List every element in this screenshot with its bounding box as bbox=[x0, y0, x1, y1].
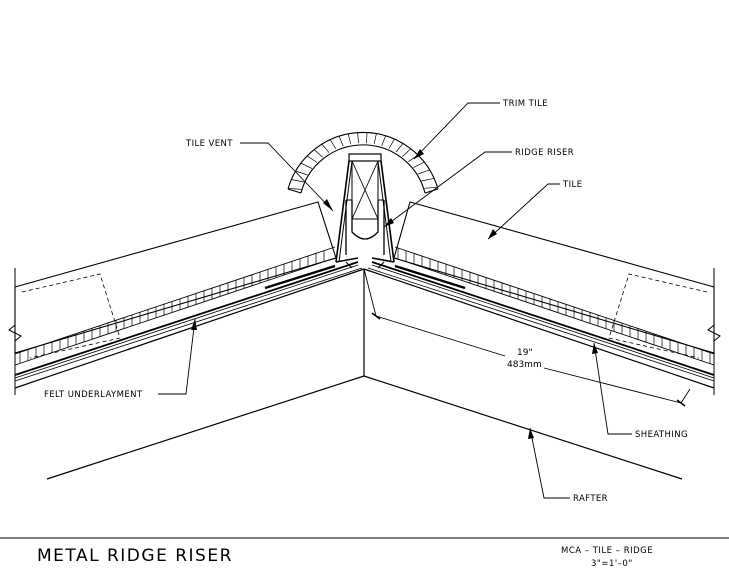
dimension-line bbox=[363, 268, 691, 407]
label-ridge-riser: RIDGE RISER bbox=[515, 148, 574, 158]
drawing-title: METAL RIDGE RISER bbox=[37, 546, 233, 566]
label-tile-vent: TILE VENT bbox=[185, 139, 233, 149]
dimension-imperial: 19" bbox=[517, 348, 533, 358]
label-tile: TILE bbox=[562, 180, 582, 190]
rafter-lines bbox=[14, 268, 715, 480]
metal-ridge-riser bbox=[335, 153, 395, 269]
leader-arrowheads bbox=[191, 149, 598, 439]
leader-lines bbox=[158, 102, 632, 499]
label-felt-underlayment: FELT UNDERLAYMENT bbox=[44, 390, 143, 400]
label-trim-tile: TRIM TILE bbox=[502, 99, 548, 109]
drawing-reference: MCA – TILE – RIDGE bbox=[561, 546, 653, 556]
sheathing-layers bbox=[14, 261, 715, 382]
label-rafter: RAFTER bbox=[573, 494, 608, 504]
break-line-left bbox=[8, 268, 22, 395]
label-sheathing: SHEATHING bbox=[635, 430, 688, 440]
trim-tile-arch bbox=[287, 131, 439, 194]
dimension-metric: 483mm bbox=[507, 360, 542, 370]
break-line-right bbox=[707, 268, 721, 395]
drawing-scale: 3"=1'–0" bbox=[591, 559, 633, 569]
